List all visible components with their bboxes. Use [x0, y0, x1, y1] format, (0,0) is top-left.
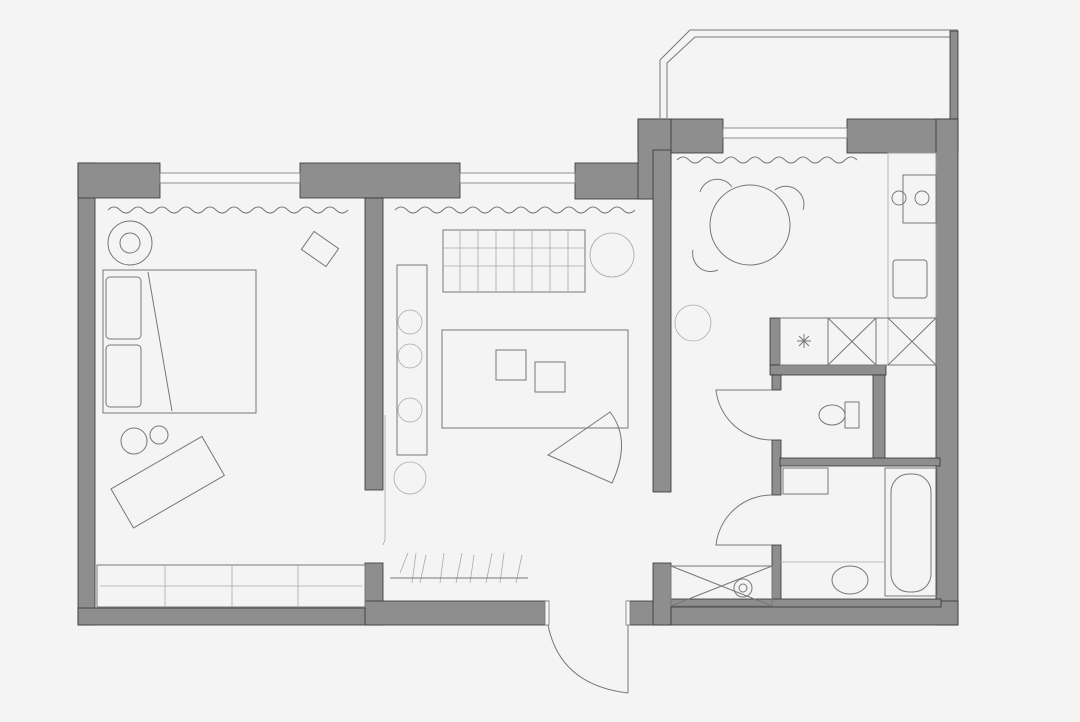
bathtub [884, 467, 938, 597]
washbasin [831, 565, 869, 595]
tv-stand [396, 264, 428, 456]
balcony [659, 29, 959, 120]
armchair [107, 220, 153, 266]
bedroom [96, 220, 366, 608]
wc [715, 389, 860, 441]
walls [77, 118, 959, 626]
dining-table [709, 184, 791, 266]
bed [102, 269, 257, 414]
bathroom [670, 467, 938, 607]
curtains [107, 156, 858, 214]
rug [441, 329, 629, 429]
plant-icon [589, 232, 635, 278]
kitchen [674, 152, 937, 366]
kitchen-sink [892, 259, 928, 299]
wardrobe [96, 564, 366, 608]
windows [159, 127, 848, 184]
sofa [110, 435, 226, 529]
entrance-door [544, 600, 631, 694]
stove [902, 174, 937, 224]
shower-cabinet [670, 565, 773, 607]
living-room [382, 229, 635, 584]
